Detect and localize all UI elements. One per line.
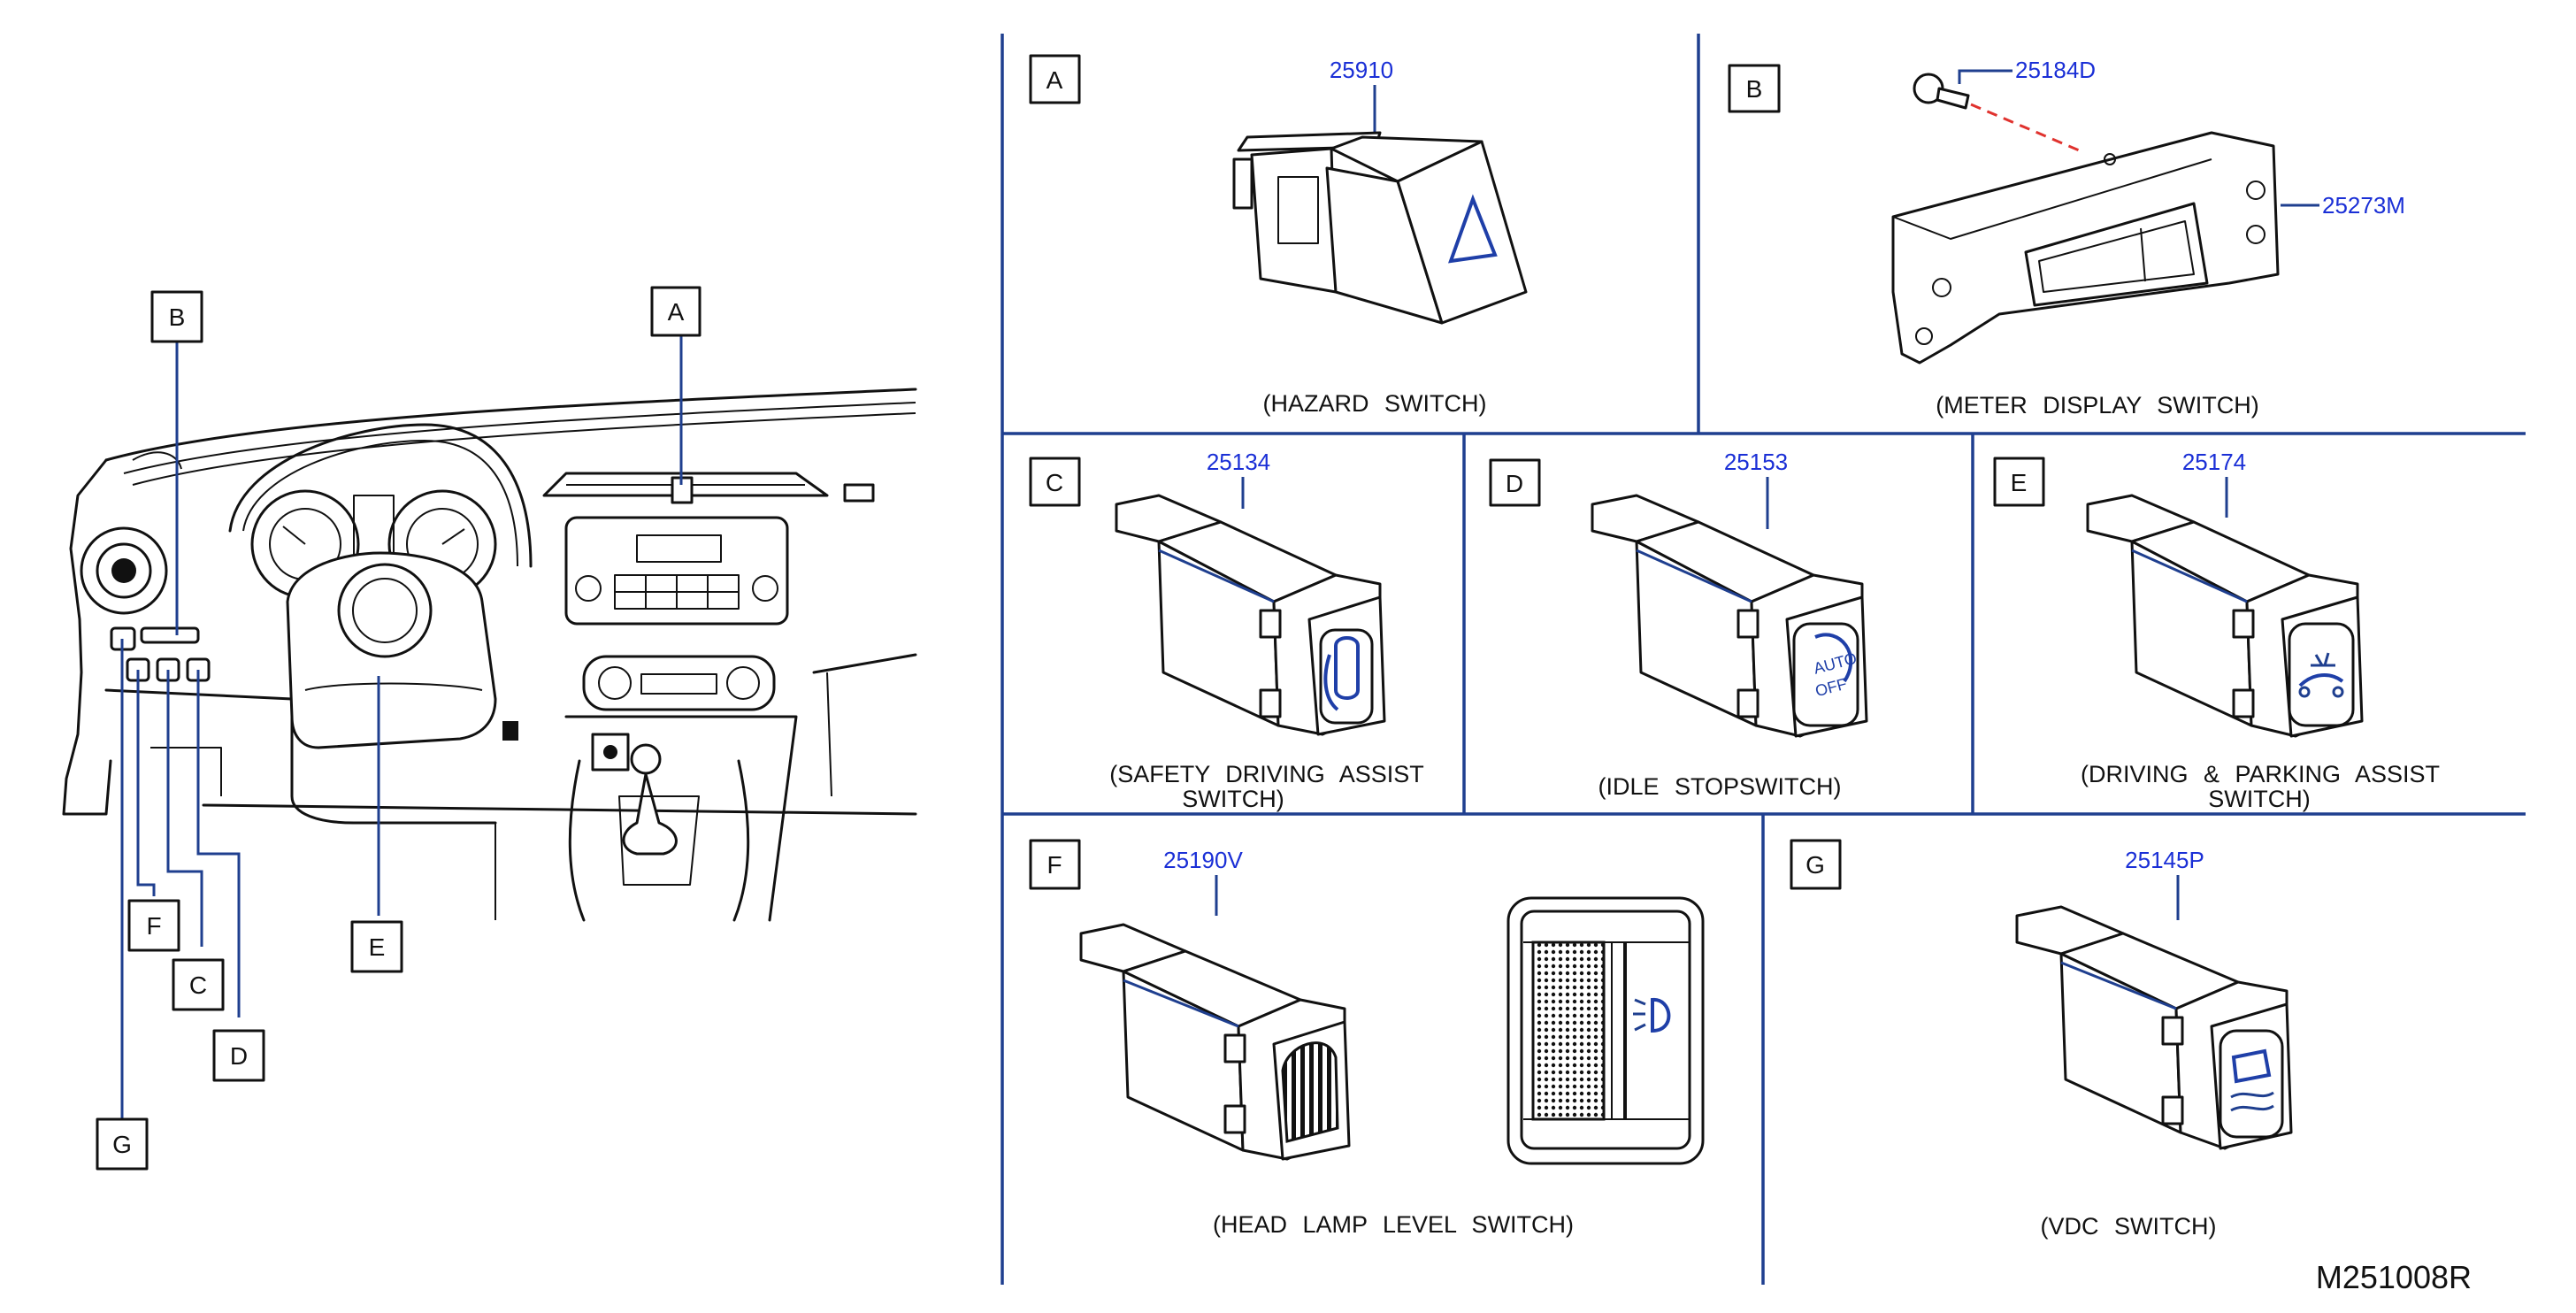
caption-driving-parking-assist-line2: SWITCH)	[2208, 786, 2310, 812]
part-number-25134[interactable]: 25134	[1207, 449, 1270, 475]
diagram-reference: M251008R	[2316, 1259, 2472, 1295]
caption-idle-stop-switch: (IDLE STOPSWITCH)	[1598, 773, 1841, 800]
panel-c-label: C	[1046, 469, 1063, 496]
caption-driving-parking-assist-line1: (DRIVING & PARKING ASSIST	[2081, 761, 2440, 787]
overview-leaders	[120, 334, 683, 1128]
panel-g-label: G	[1806, 851, 1825, 879]
callout-d[interactable]: D	[212, 1029, 265, 1082]
callout-c[interactable]: C	[172, 958, 225, 1011]
callout-c-label: C	[189, 971, 207, 999]
panel-grid	[1000, 34, 2526, 1285]
caption-safety-driving-assist-line1: (SAFETY DRIVING ASSIST	[1109, 761, 1424, 787]
hazard-switch-drawing	[1232, 131, 1528, 325]
caption-safety-driving-assist-line2: SWITCH)	[1182, 786, 1284, 812]
caption-vdc-switch: (VDC SWITCH)	[2041, 1213, 2217, 1240]
caption-meter-display-switch: (METER DISPLAY SWITCH)	[1936, 392, 2259, 418]
callout-d-label: D	[230, 1042, 248, 1070]
screw-drawing	[1913, 73, 1970, 110]
callout-f-label: F	[146, 912, 161, 940]
panel-g: G 25145P (VDC SWITCH)	[1790, 839, 2293, 1240]
panel-d: D 25153 AUTO OFF (IDLE STOPSWITCH)	[1489, 449, 1868, 800]
part-number-25145p[interactable]: 25145P	[2125, 847, 2204, 873]
head-lamp-switch-drawing	[1079, 923, 1351, 1161]
callout-g[interactable]: G	[96, 1117, 149, 1171]
panel-a-label: A	[1046, 66, 1063, 94]
part-number-25273m[interactable]: 25273M	[2322, 192, 2405, 219]
vdc-switch-drawing	[2015, 905, 2293, 1150]
part-number-25153[interactable]: 25153	[1724, 449, 1788, 475]
callout-a[interactable]: A	[650, 286, 702, 337]
part-number-25184d[interactable]: 25184D	[2015, 57, 2096, 83]
meter-switch-bracket-drawing	[1891, 131, 2280, 365]
caption-hazard-switch: (HAZARD SWITCH)	[1263, 390, 1487, 417]
head-lamp-switch-front-view	[1506, 896, 1705, 1165]
parking-assist-switch-drawing	[2086, 494, 2364, 738]
part-number-25174[interactable]: 25174	[2182, 449, 2246, 475]
panel-b-label: B	[1746, 75, 1763, 103]
caption-head-lamp-level-switch: (HEAD LAMP LEVEL SWITCH)	[1213, 1211, 1574, 1238]
panel-f-label: F	[1046, 851, 1062, 879]
safety-switch-drawing	[1115, 494, 1386, 736]
panel-f: F 25190V (HEAD LAMP LEVEL SWITCH)	[1029, 839, 1705, 1238]
callout-b[interactable]: B	[150, 290, 203, 343]
panel-a: A 25910 (HAZARD SWITCH)	[1029, 54, 1528, 417]
callout-a-label: A	[668, 298, 685, 326]
panel-c: C 25134 (SAFETY DRIVING ASSIST SWITCH)	[1029, 449, 1424, 812]
callout-e-label: E	[369, 933, 386, 961]
callout-e[interactable]: E	[350, 920, 403, 973]
part-number-25910[interactable]: 25910	[1330, 57, 1393, 83]
panel-d-label: D	[1506, 470, 1523, 497]
idle-stop-switch-drawing: AUTO OFF	[1591, 494, 1868, 738]
panel-e: E 25174 (DRIVING & PARKING ASSIST SWITCH…	[1993, 449, 2440, 812]
callout-b-label: B	[169, 303, 186, 331]
panel-e-label: E	[2011, 469, 2028, 496]
panel-b: B 25184D 25273M (METER DISPLAY SWITCH)	[1728, 57, 2405, 418]
callout-f[interactable]: F	[127, 899, 180, 952]
callout-g-label: G	[112, 1131, 132, 1158]
overview-callouts: A B C D E F G	[96, 286, 702, 1171]
part-number-25190v[interactable]: 25190V	[1163, 847, 1243, 873]
dashboard-overview	[62, 388, 917, 922]
